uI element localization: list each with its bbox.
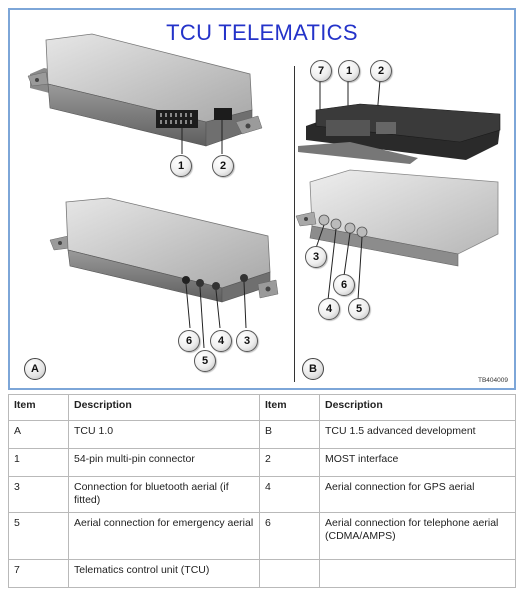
header-description: Description — [68, 394, 260, 421]
item-cell: 7 — [8, 559, 69, 588]
tcu-a-lower-unit — [49, 197, 279, 349]
item-cell: A — [8, 420, 69, 449]
item-cell: 4 — [259, 476, 320, 513]
description-cell — [319, 559, 516, 588]
description-cell: Aerial connection for emergency aerial — [68, 512, 260, 560]
description-cell: Aerial connection for GPS aerial — [319, 476, 516, 513]
item-cell: 1 — [8, 448, 69, 477]
item-cell: B — [259, 420, 320, 449]
callout-a-5: 5 — [194, 350, 216, 372]
item-cell: 2 — [259, 448, 320, 477]
tcu-figure: TCU TELEMATICS — [8, 8, 516, 390]
callout-a-3: 3 — [236, 330, 258, 352]
panel-label-b: B — [302, 358, 324, 380]
table-row: 1 54-pin multi-pin connector 2 MOST inte… — [8, 448, 516, 477]
callout-b-3: 3 — [305, 246, 327, 268]
description-cell: TCU 1.0 — [68, 420, 260, 449]
description-cell: Telematics control unit (TCU) — [68, 559, 260, 588]
callout-b-5: 5 — [348, 298, 370, 320]
description-cell: 54-pin multi-pin connector — [68, 448, 260, 477]
item-cell — [259, 559, 320, 588]
tcu-b-lower-unit — [295, 169, 499, 301]
figure-title: TCU TELEMATICS — [166, 20, 358, 45]
header-item: Item — [8, 394, 69, 421]
callout-a-4: 4 — [210, 330, 232, 352]
tcu-a-upper-unit — [27, 33, 263, 154]
callout-a-2: 2 — [212, 155, 234, 177]
table-row: 3 Connection for bluetooth aerial (if fi… — [8, 476, 516, 513]
legend-table: Item Description Item Description A TCU … — [8, 394, 516, 588]
callout-b-6: 6 — [333, 274, 355, 296]
callout-b-1: 1 — [338, 60, 360, 82]
item-cell: 3 — [8, 476, 69, 513]
table-row: 7 Telematics control unit (TCU) — [8, 559, 516, 588]
header-description: Description — [319, 394, 516, 421]
callout-a-6: 6 — [178, 330, 200, 352]
table-row: A TCU 1.0 B TCU 1.5 advanced development — [8, 420, 516, 449]
panel-label-a: A — [24, 358, 46, 380]
description-cell: Aerial connection for telephone aerial (… — [319, 512, 516, 560]
item-cell: 5 — [8, 512, 69, 560]
tcu-b-upper-unit — [298, 79, 501, 164]
description-cell: TCU 1.5 advanced development — [319, 420, 516, 449]
callout-b-4: 4 — [318, 298, 340, 320]
figure-id: TB404009 — [478, 377, 508, 384]
description-cell: Connection for bluetooth aerial (if fitt… — [68, 476, 260, 513]
callout-a-1: 1 — [170, 155, 192, 177]
header-item: Item — [259, 394, 320, 421]
description-cell: MOST interface — [319, 448, 516, 477]
panel-divider — [294, 66, 295, 382]
table-row: 5 Aerial connection for emergency aerial… — [8, 512, 516, 560]
callout-b-2: 2 — [370, 60, 392, 82]
legend-header-row: Item Description Item Description — [8, 394, 516, 421]
item-cell: 6 — [259, 512, 320, 560]
tcu-illustration — [27, 33, 501, 349]
callout-b-7: 7 — [310, 60, 332, 82]
